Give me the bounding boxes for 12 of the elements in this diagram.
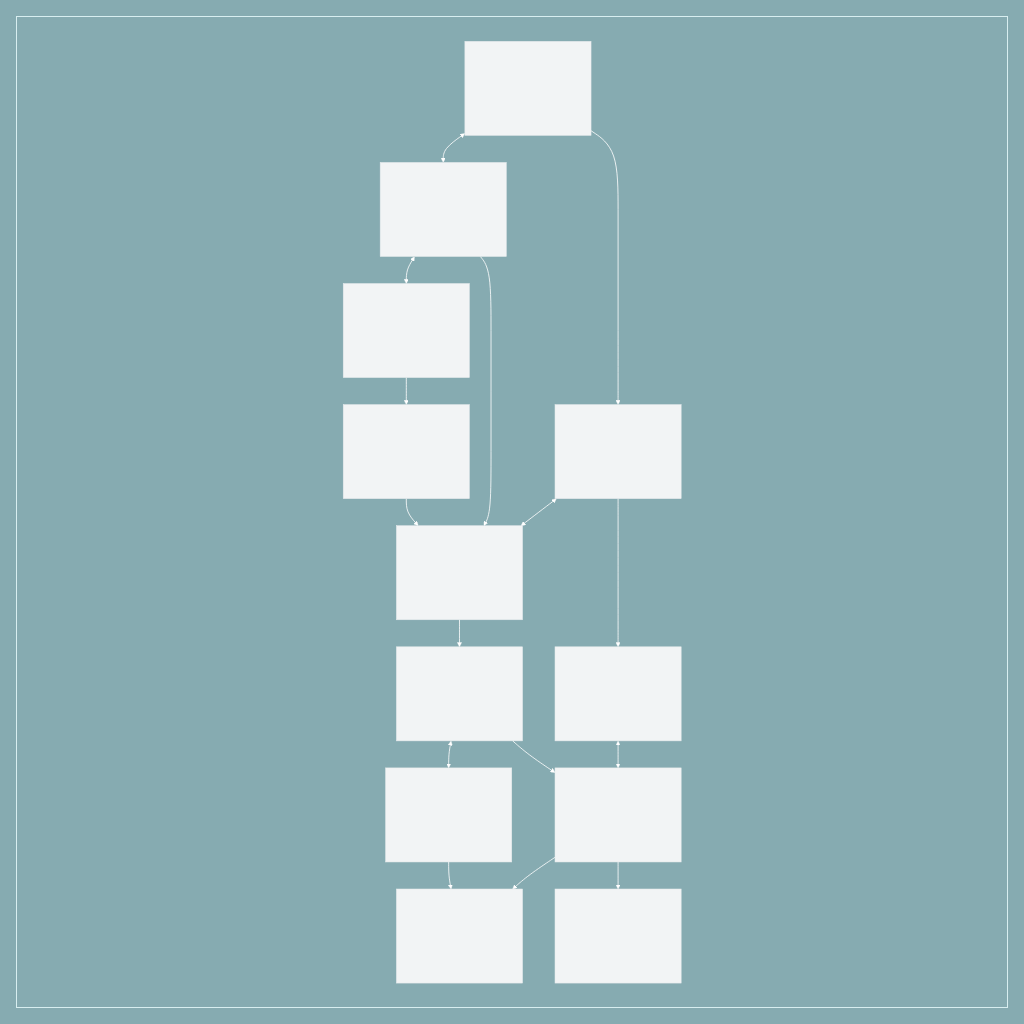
node-box (554, 767, 682, 863)
node-box (395, 525, 523, 620)
node-box (395, 646, 523, 741)
node-box (554, 404, 682, 499)
node-box (342, 283, 470, 378)
node-box (554, 888, 682, 984)
node-box (395, 888, 523, 984)
node-box (385, 767, 512, 863)
node-box (464, 40, 592, 136)
node-box (342, 404, 470, 499)
node-box (379, 161, 507, 257)
node-box (554, 646, 682, 741)
